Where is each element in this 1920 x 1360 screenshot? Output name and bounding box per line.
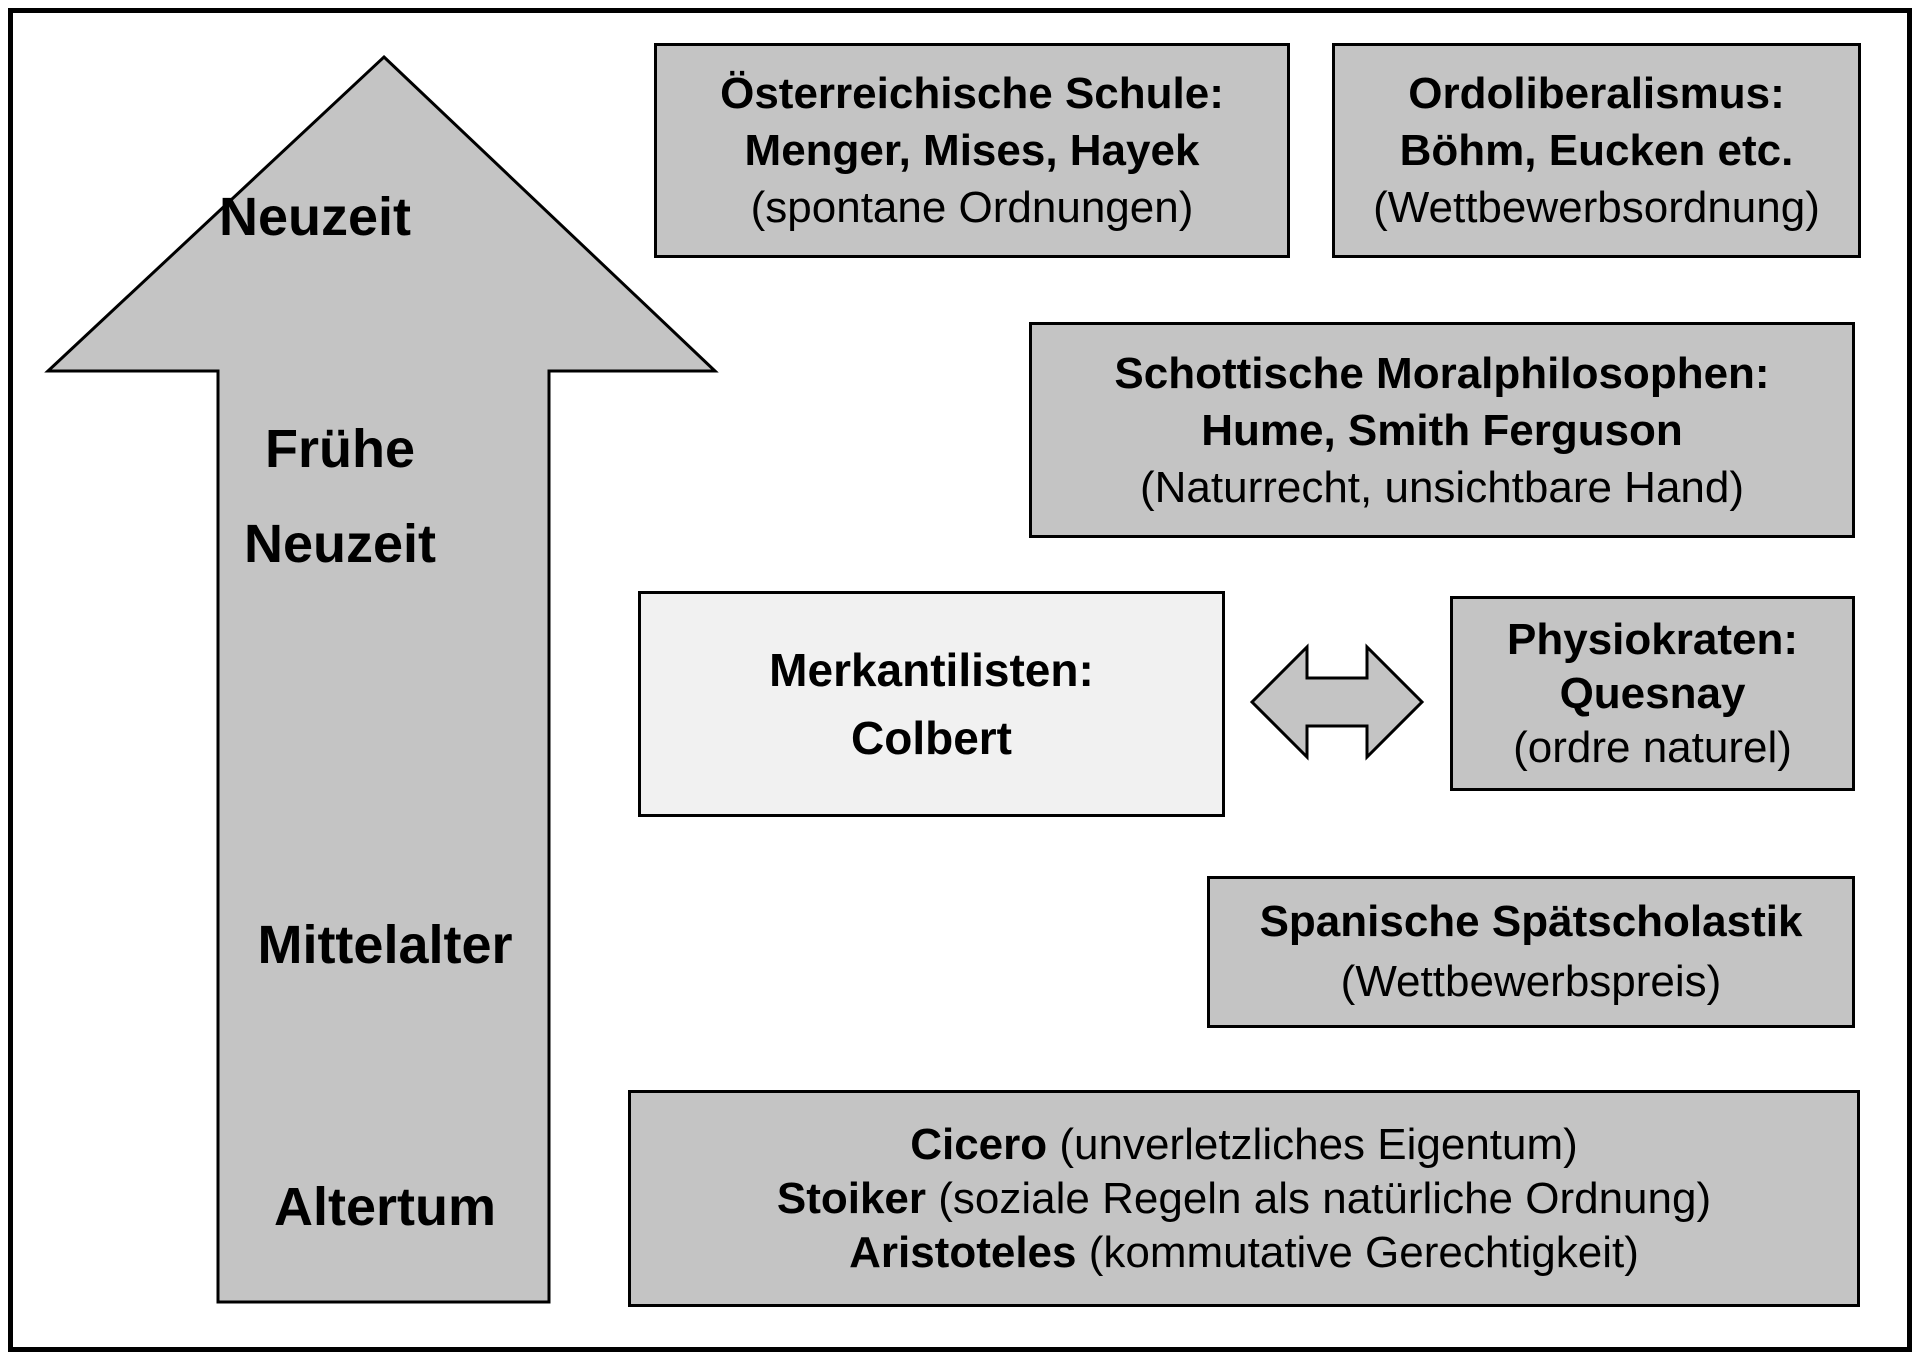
austrian-names: Menger, Mises, Hayek (744, 126, 1200, 175)
scholastics-title: Spanische Spätscholastik (1259, 897, 1803, 946)
scottish-names: Hume, Smith Ferguson (1201, 405, 1683, 455)
antiquity-stoiker-concept: (soziale Regeln als natürliche Ordnung) (926, 1173, 1712, 1223)
austrian-title: Österreichische Schule: (720, 69, 1224, 118)
period-label-neuzeit: Neuzeit (218, 187, 412, 247)
antiquity-stoiker-name: Stoiker (776, 1173, 927, 1223)
period-label-altertum: Altertum (273, 1177, 497, 1237)
outer-border (8, 8, 1912, 1352)
period-label-fruehe-neuzeit-line1: Frühe (264, 419, 416, 479)
box-scottish-moral-philosophers: Schottische Moralphilosophen: Hume, Smit… (1029, 322, 1855, 538)
timeline-up-arrow-icon (44, 54, 719, 1304)
scholastics-concept: (Wettbewerbspreis) (1340, 957, 1722, 1006)
mercantilists-title: Merkantilisten: (769, 644, 1094, 696)
scottish-concept: (Naturrecht, unsichtbare Hand) (1139, 462, 1745, 512)
period-label-fruehe-neuzeit-line2: Neuzeit (243, 514, 437, 574)
physiocrats-names: Quesnay (1559, 668, 1746, 718)
box-spanish-late-scholastics: Spanische Spätscholastik (Wettbewerbspre… (1207, 876, 1855, 1028)
box-ordoliberalism: Ordoliberalismus: Böhm, Eucken etc. (Wet… (1332, 43, 1861, 258)
ordoliberalism-names: Böhm, Eucken etc. (1399, 126, 1794, 175)
antiquity-aristoteles-concept: (kommutative Gerechtigkeit) (1076, 1227, 1639, 1277)
physiocrats-title: Physiokraten: (1507, 614, 1798, 664)
box-antiquity: Cicero (unverletzliches Eigentum) Stoike… (628, 1090, 1860, 1307)
box-mercantilists: Merkantilisten: Colbert (638, 591, 1225, 817)
ordoliberalism-concept: (Wettbewerbsordnung) (1373, 183, 1820, 232)
box-physiocrats: Physiokraten: Quesnay (ordre naturel) (1450, 596, 1855, 791)
antiquity-cicero-name: Cicero (910, 1119, 1048, 1169)
period-label-mittelalter: Mittelalter (257, 915, 513, 975)
physiocrats-concept: (ordre naturel) (1513, 722, 1792, 772)
double-arrow-icon (1249, 643, 1425, 761)
mercantilists-names: Colbert (851, 712, 1012, 764)
box-austrian-school: Österreichische Schule: Menger, Mises, H… (654, 43, 1290, 258)
antiquity-line-aristoteles: Aristoteles (kommutative Gerechtigkeit) (849, 1226, 1639, 1280)
antiquity-aristoteles-name: Aristoteles (849, 1227, 1077, 1277)
antiquity-cicero-concept: (unverletzliches Eigentum) (1047, 1119, 1578, 1169)
antiquity-line-stoiker: Stoiker (soziale Regeln als natürliche O… (777, 1172, 1711, 1226)
scottish-title: Schottische Moralphilosophen: (1114, 348, 1770, 398)
antiquity-line-cicero: Cicero (unverletzliches Eigentum) (910, 1118, 1578, 1172)
ordoliberalism-title: Ordoliberalismus: (1408, 69, 1785, 118)
austrian-concept: (spontane Ordnungen) (750, 183, 1194, 232)
